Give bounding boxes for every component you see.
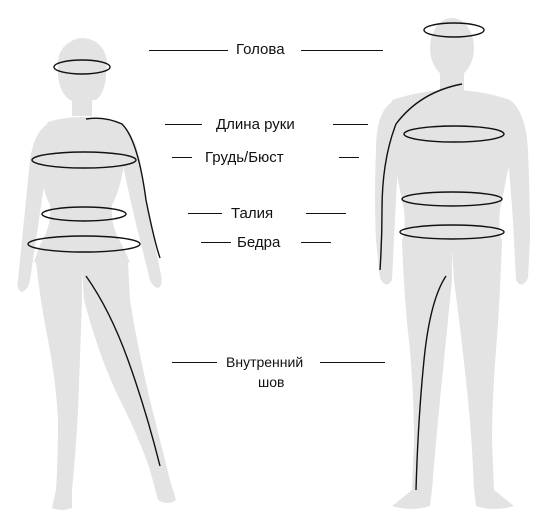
waist-leader-right [306, 213, 346, 214]
label-head: Голова [236, 41, 285, 58]
arm-leader-left [165, 124, 202, 125]
chest-leader-right [339, 157, 359, 158]
hips-leader-left [201, 242, 231, 243]
female-right-leg [82, 262, 176, 503]
inseam-leader-right [320, 362, 385, 363]
arm-leader-right [333, 124, 368, 125]
female-silhouette [18, 38, 177, 510]
head-leader-right [301, 50, 383, 51]
waist-leader-left [188, 213, 222, 214]
male-torso [390, 90, 513, 250]
female-left-leg [36, 262, 82, 510]
label-chest-bust: Грудь/Бюст [205, 149, 284, 166]
label-inseam-line2: шов [258, 374, 284, 391]
male-right-arm [508, 100, 530, 285]
chest-leader-left [172, 157, 192, 158]
label-hips: Бедра [237, 234, 280, 251]
female-neck [72, 98, 92, 116]
label-waist: Талия [231, 205, 273, 222]
inseam-leader-left [172, 362, 217, 363]
label-inseam-line1: Внутренний [226, 354, 303, 371]
female-torso [34, 117, 130, 270]
male-right-leg [452, 240, 514, 509]
label-arm-length: Длина руки [216, 116, 295, 133]
male-silhouette [375, 18, 530, 509]
female-hair [58, 38, 107, 100]
head-leader-left [149, 50, 228, 51]
hips-leader-right [301, 242, 331, 243]
male-head [430, 18, 474, 78]
